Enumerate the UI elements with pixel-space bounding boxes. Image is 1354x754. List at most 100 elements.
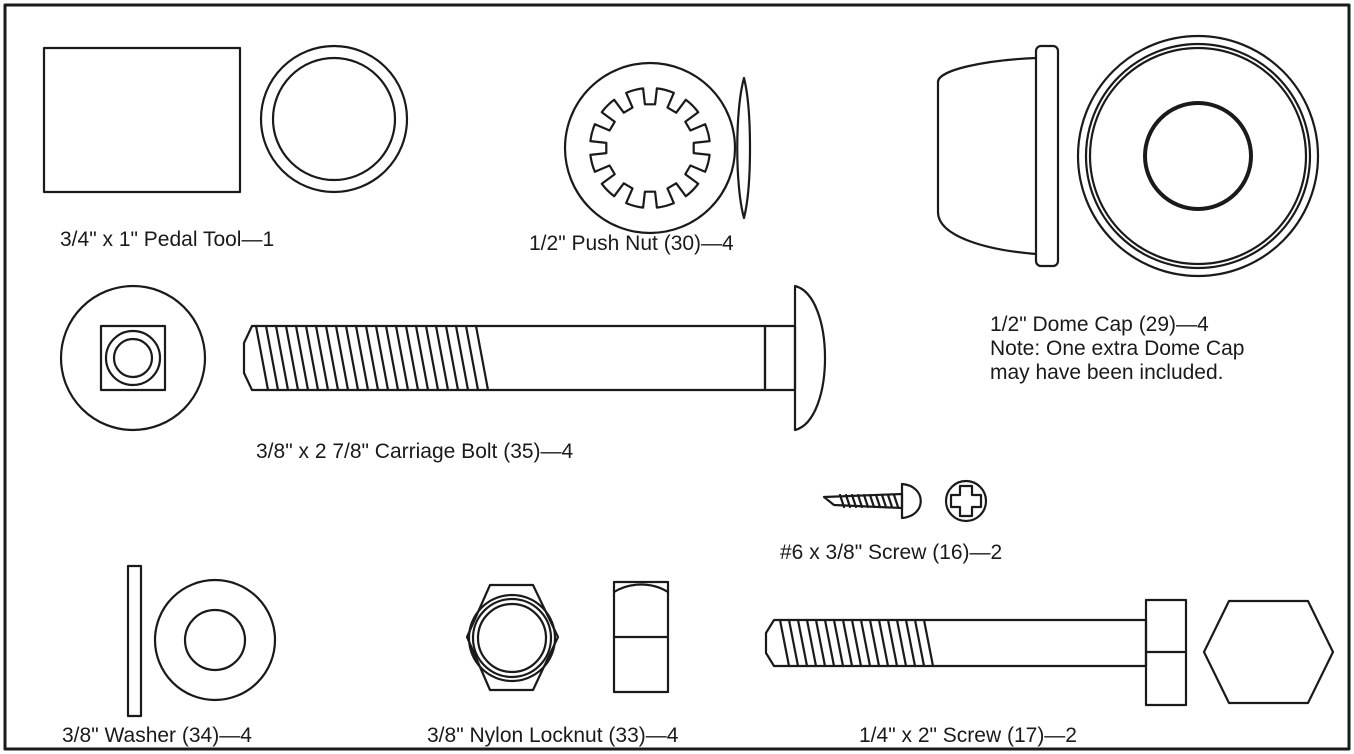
thread-line [880,493,888,509]
thread-line [877,618,890,668]
pedal-tool-end-view-inner [271,56,397,182]
dome-cap-rim-outer [1076,34,1320,278]
carriage-bolt-square-neck [763,324,797,392]
thread-line [844,493,852,509]
phillips-head-outer [944,479,988,523]
thread-line [284,324,300,392]
thread-line [868,493,876,509]
thread-line [787,618,800,668]
thread-line [841,618,854,668]
pedal-tool-drawing [42,44,409,194]
thread-line [913,618,926,668]
thread-line [904,618,917,668]
washer-side-view [126,564,143,718]
push-nut-drawing [563,61,752,235]
carriage-bolt-label: 3/8" x 2 7/8" Carriage Bolt (35)—4 [256,440,574,463]
hex-screw-threads [778,618,935,668]
locknut-ring-outer [467,593,557,683]
carriage-bolt-shank-end-outer [104,329,162,387]
dome-cap-hole [1143,101,1253,211]
dome-cap-drawing [936,34,1320,278]
thread-line [454,324,470,392]
thread-line [850,618,863,668]
thread-line [344,324,360,392]
thread-line [895,618,908,668]
thread-line [892,493,900,509]
thread-line [874,493,882,509]
washer-hole [183,608,247,672]
thread-line [264,324,280,392]
pedal-tool-label: 3/4" x 1" Pedal Tool—1 [60,228,275,251]
thread-line [778,618,791,668]
hex-screw-label: 1/4" x 2" Screw (17)—2 [859,724,1077,747]
dome-cap-label: 1/2" Dome Cap (29)—4 [990,313,1209,336]
dome-cap-note-line-2: may have been included. [990,361,1224,384]
carriage-bolt-head [793,284,826,432]
small-screw-head [900,482,922,520]
dome-cap-note-line-1: Note: One extra Dome Cap [990,337,1245,360]
thread-line [314,324,330,392]
small-screw-label: #6 x 3/8" Screw (16)—2 [780,541,1003,564]
locknut-ring-middle [471,597,553,679]
thread-line [832,618,845,668]
locknut-side-chamfer [612,583,670,594]
thread-line [805,618,818,668]
thread-line [364,324,380,392]
thread-line [394,324,410,392]
small-screw-threads [838,493,900,509]
pedal-tool-end-view-outer [259,44,409,194]
thread-line [823,618,836,668]
thread-line [354,324,370,392]
carriage-bolt-square-neck-end [99,324,167,392]
thread-line [859,618,872,668]
dome-cap-label-block: 1/2" Dome Cap (29)—4 Note: One extra Dom… [990,313,1320,385]
phillips-cross-icon [949,484,983,518]
carriage-bolt-threads [254,324,490,392]
locknut-label: 3/8" Nylon Locknut (33)—4 [427,724,679,747]
dome-cap-side-view [936,56,1038,256]
push-nut-label: 1/2" Push Nut (30)—4 [529,232,734,255]
thread-line [838,493,846,509]
thread-line [294,324,310,392]
push-nut-side-view [736,76,752,220]
thread-line [862,493,870,509]
locknut-drawing [465,580,670,694]
thread-line [850,493,858,509]
washer-drawing [126,564,277,718]
washer-outer-ring [153,578,277,702]
chart-border [3,3,1351,751]
thread-line [374,324,390,392]
hex-screw-drawing [764,598,1335,707]
carriage-bolt-drawing [59,284,826,432]
dome-cap-rim-groove [1088,46,1308,266]
thread-line [886,618,899,668]
thread-line [384,324,400,392]
locknut-hex-outline [465,583,560,692]
thread-line [922,618,935,668]
thread-line [414,324,430,392]
thread-line [334,324,350,392]
hex-screw-head-end-view [1202,599,1335,705]
thread-line [444,324,460,392]
thread-line [404,324,420,392]
thread-line [304,324,320,392]
thread-line [324,324,340,392]
thread-line [464,324,480,392]
thread-line [254,324,270,392]
thread-line [814,618,827,668]
thread-line [434,324,450,392]
small-screw-drawing [822,479,988,523]
thread-line [856,493,864,509]
thread-line [886,493,894,509]
carriage-bolt-head-end-view [59,284,207,432]
thread-line [274,324,290,392]
thread-line [796,618,809,668]
pedal-tool-side-view [42,46,242,194]
thread-line [474,324,490,392]
push-nut-outer-ring [563,61,737,235]
locknut-side-view [612,580,670,694]
carriage-bolt-shank-end-inner [112,337,154,379]
locknut-bore [476,602,548,674]
dome-cap-rim-inner [1084,42,1312,270]
